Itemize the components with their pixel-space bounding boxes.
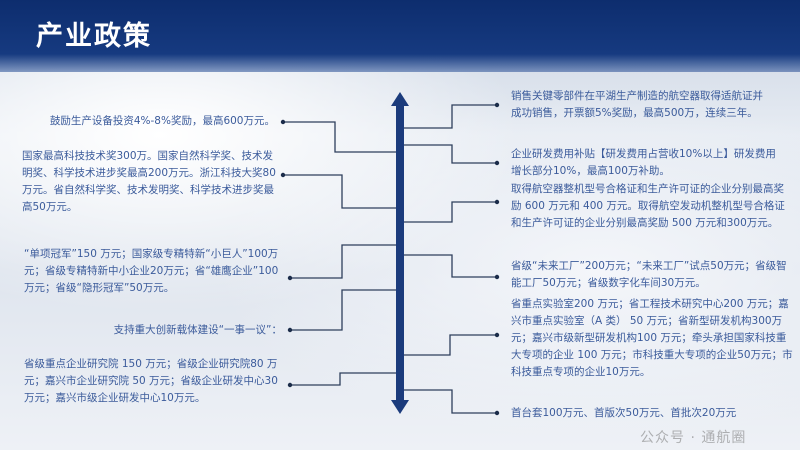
dot [287,382,293,388]
connector-right-6 [404,389,497,414]
watermark: 公众号 · 通航圈 [640,430,747,446]
connector-right-2 [404,144,497,164]
connector-left-1 [283,121,396,153]
left-item-5: 省级重点企业研究院 150 万元；省级企业研究院80 万元；嘉兴市企业研究院 5… [24,358,278,404]
left-item-1: 鼓励生产设备投资4%-8%奖励，最高600万元。 [49,115,275,127]
dot [280,119,286,125]
left-item-2: 国家最高科技技术奖300万。国家自然科学奖、技术发明奖、科学技术进步奖最高200… [22,150,276,213]
right-item-2: 企业研发费用补贴【研发费用占营收10%以上】研发费用增长部分10%，最高100万… [511,148,776,177]
dot [287,275,293,281]
right-item-1: 销售关键零部件在平湖生产制造的航空器取得适航证并成功销售，开票额5%奖励，最高5… [511,90,763,119]
dot [494,274,500,280]
right-item-3: 取得航空器整机型号合格证和生产许可证的企业分别最高奖励 600 万元和 400 … [511,183,785,229]
dot [494,199,500,205]
dot [494,410,500,416]
right-item-4: 省级“未来工厂”200万元；“未来工厂”试点50万元；省级智能工厂50万元；省级… [511,260,787,289]
left-item-3: “单项冠军”150 万元；国家级专精特新“小巨人”100万元；省级专精特新中小企… [24,248,279,294]
page-title: 产业政策 [36,21,152,52]
left-item-4: 支持重大创新载体建设“一事一议”： [113,324,282,336]
connector-left-3 [290,244,396,279]
connector-left-4 [290,289,396,331]
connector-left-2 [283,174,396,209]
dot [280,172,286,178]
connector-left-5 [290,372,396,386]
dot [287,327,293,333]
dot [494,102,500,108]
connector-right-3 [404,201,497,223]
connector-right-1 [404,104,497,129]
header-banner: 产业政策 [0,0,800,72]
dot [494,332,500,338]
double-arrow-axis [391,92,409,414]
connector-right-5 [404,334,497,356]
dot [494,160,500,166]
connector-right-4 [404,254,497,278]
right-item-5: 省重点实验室200 万元；省工程技术研究中心200 万元；嘉兴市重点实验室（A … [511,298,793,378]
right-item-6: 首台套100万元、首版次50万元、首批次20万元 [511,407,737,419]
